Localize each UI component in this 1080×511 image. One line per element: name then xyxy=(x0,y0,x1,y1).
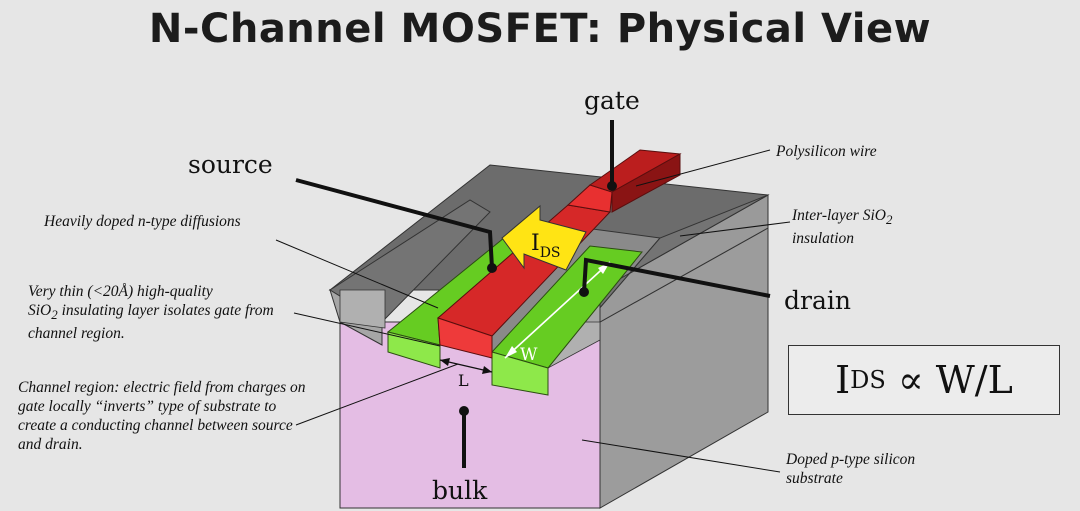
length-label: L xyxy=(458,371,469,390)
drain-lead xyxy=(582,257,771,298)
width-label: W xyxy=(520,345,538,365)
interlayer-note-sub: 2 xyxy=(885,212,893,228)
current-label-main: I xyxy=(531,231,540,256)
length-arrowhead-a xyxy=(440,358,450,366)
drain-label: drain xyxy=(784,286,851,315)
formula-i: I xyxy=(835,358,851,402)
current-arrow xyxy=(501,204,587,271)
bulk-contact xyxy=(459,406,469,416)
gate-label: gate xyxy=(584,86,640,115)
oxide-note-post: insulating layer isolates gate from chan… xyxy=(28,302,274,343)
source-lead xyxy=(295,178,494,269)
width-dim-line xyxy=(504,261,611,359)
drain-diffusion-front xyxy=(491,351,549,396)
width-arrowhead-a xyxy=(505,346,517,358)
interlayer-note-post: insulation xyxy=(792,230,855,248)
page-title: N-Channel MOSFET: Physical View xyxy=(148,6,932,52)
source-contact xyxy=(487,263,497,273)
current-label: IDS xyxy=(531,231,561,261)
channel-note: Channel region: electric field from char… xyxy=(18,379,306,453)
source-label: source xyxy=(188,150,273,179)
gate-front xyxy=(437,317,493,359)
current-label-sub: DS xyxy=(540,245,561,261)
bulk-label: bulk xyxy=(432,476,488,505)
gate-contact xyxy=(607,181,617,191)
oxide-note-sio: SiO xyxy=(28,302,52,319)
oxide-note: Very thin (<20Å) high-quality SiO2 insul… xyxy=(28,282,288,343)
formula-rest: ∝ W/L xyxy=(885,358,1013,402)
poly-note-leader xyxy=(635,149,771,187)
formula-sub: DS xyxy=(850,366,886,394)
interlayer-note: Inter-layer SiO2 insulation xyxy=(792,206,992,248)
source-diffusion-front xyxy=(387,331,441,369)
oxide-front-left-front xyxy=(339,289,386,329)
substrate-note-leader xyxy=(581,439,781,473)
diffusion-note: Heavily doped n-type diffusions xyxy=(44,213,241,230)
oxide-note-pre: Very thin (<20Å) high-quality xyxy=(28,283,213,300)
polysilicon-note: Polysilicon wire xyxy=(776,143,877,160)
oxide-note-leader xyxy=(293,312,441,347)
interlayer-note-leader xyxy=(679,221,791,237)
diffusion-note-leader xyxy=(275,239,439,309)
drain-contact xyxy=(579,287,589,297)
length-arrowhead-b xyxy=(482,366,492,374)
oxide-note-sub: 2 xyxy=(51,307,58,323)
interlayer-note-text: Inter-layer SiO xyxy=(792,207,886,224)
substrate-note: Doped p-type silicon substrate xyxy=(786,451,916,487)
channel-note-leader xyxy=(295,363,459,426)
